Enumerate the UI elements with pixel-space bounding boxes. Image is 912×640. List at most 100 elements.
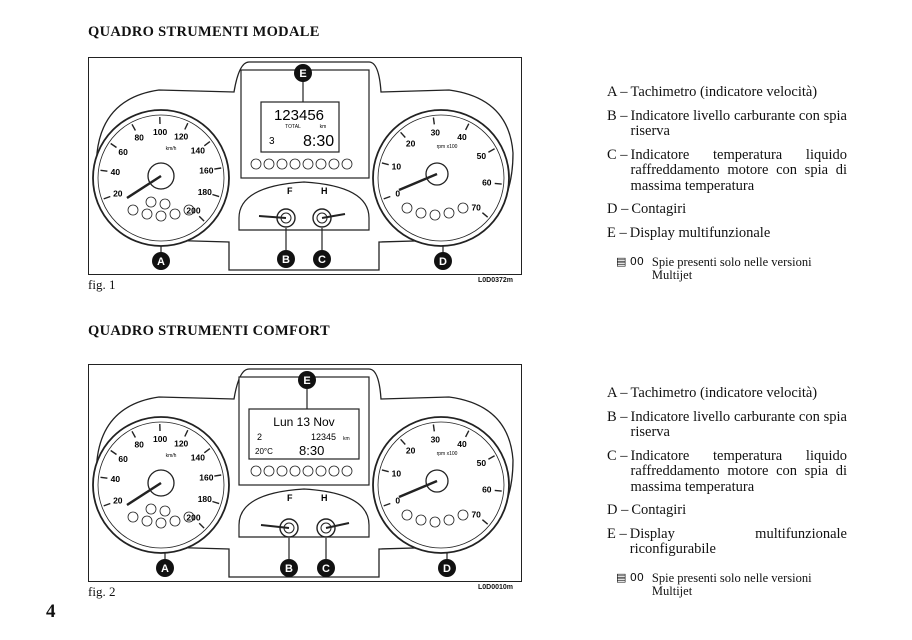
speed-tick-label: 60 <box>118 147 128 157</box>
rpm-tick <box>400 438 406 445</box>
speed-tick <box>214 474 222 477</box>
fuel-label: F <box>287 186 293 196</box>
callout-B: B <box>277 250 295 268</box>
svg-text:D: D <box>439 256 447 268</box>
legend-1-item-c: C –Indicatore temperatura liquido raffre… <box>607 146 847 194</box>
central-display-module: Lun 13 Nov 2 12345 km 20°C 8:30 <box>238 376 370 486</box>
rpm-tick-label: 10 <box>392 162 402 172</box>
rpm-tick-label: 0 <box>395 189 400 199</box>
legend-2-item-c: C –Indicatore temperatura liquido raffre… <box>607 447 847 495</box>
speed-tick <box>110 449 117 456</box>
rpm-tick <box>464 430 470 438</box>
speed-tick <box>103 502 111 507</box>
rpm-tick-label: 0 <box>395 496 400 506</box>
legend-2-item-a: A –Tachimetro (indicatore velocità) <box>607 385 818 401</box>
speed-tick-label: 20 <box>113 496 123 506</box>
rpm-tick <box>494 489 502 492</box>
callout-E: E <box>294 64 312 82</box>
rpm-tick <box>488 455 495 460</box>
rpm-tick <box>494 182 502 185</box>
legend-2-item-d: D –Contagiri <box>607 502 687 518</box>
rpm-tick <box>432 117 435 125</box>
callout-A: A <box>152 252 170 270</box>
speed-tick <box>212 500 220 505</box>
callout-B: B <box>280 559 298 577</box>
display-date: Lun 13 Nov <box>273 415 334 429</box>
callout-D: D <box>438 559 456 577</box>
speed-tick-label: 160 <box>199 473 213 483</box>
note-2-text: Spie presenti solo nelle versioni Multij… <box>651 571 812 598</box>
speed-tick-label: 180 <box>198 187 212 197</box>
figure-1-caption: fig. 1 <box>88 277 116 292</box>
speed-tick <box>131 123 137 131</box>
speed-tick <box>184 122 189 130</box>
temp-label: H <box>321 493 328 503</box>
rpm-tick-label: 70 <box>471 510 481 520</box>
speed-tick <box>203 448 211 454</box>
speed-tick-label: 140 <box>191 146 205 156</box>
speed-tick <box>100 169 108 172</box>
rpm-tick <box>381 469 389 473</box>
speed-unit: km/h <box>166 453 177 459</box>
svg-text:E: E <box>299 68 306 80</box>
figure-2-code: L0D0010m <box>478 584 514 591</box>
speedometer-warning-lights <box>127 196 195 222</box>
speed-tick <box>203 141 211 147</box>
section2-title: QUADRO STRUMENTI COMFORT <box>88 323 330 339</box>
rpm-tick-label: 40 <box>457 132 467 142</box>
speed-tick-label: 80 <box>134 440 144 450</box>
rpm-tick-label: 20 <box>406 139 416 149</box>
display-clock: 8:30 <box>303 133 334 150</box>
legend-1-item-b: B –Indicatore livello carburante con spi… <box>607 107 847 139</box>
legend-1-item-a: A –Tachimetro (indicatore velocità) <box>607 84 818 100</box>
note-1-text: Spie presenti solo nelle versioni Multij… <box>651 255 812 282</box>
rpm-tick-label: 40 <box>457 439 467 449</box>
legend-1-item-d: D –Contagiri <box>607 201 687 217</box>
rpm-tick-label: 20 <box>406 446 416 456</box>
speed-tick <box>100 476 108 479</box>
legend-2-item-e: E –Display multifunzionale riconfigurabi… <box>607 525 847 557</box>
display-total-label: TOTAL <box>285 124 301 130</box>
speed-tick-label: 120 <box>174 132 188 142</box>
rpm-tick <box>481 519 489 525</box>
svg-text:A: A <box>161 563 169 575</box>
speed-tick <box>198 522 205 529</box>
callout-C: C <box>317 559 335 577</box>
fuel-label: F <box>287 493 293 503</box>
speed-tick-label: 120 <box>174 439 188 449</box>
central-display-module: 123456 TOTAL km 3 8:30 <box>240 69 370 179</box>
display-gear: 3 <box>269 136 275 147</box>
fuel-temperature-gauges: F H <box>238 181 370 231</box>
display-unit: km <box>343 436 350 442</box>
display-odometer: 123456 <box>274 107 324 124</box>
speed-tick-label: 40 <box>111 167 121 177</box>
svg-text:C: C <box>318 254 326 266</box>
legend-2-item-b: B –Indicatore livello carburante con spi… <box>607 408 847 440</box>
rpm-tick-label: 60 <box>482 485 492 495</box>
speed-tick-label: 100 <box>153 434 167 444</box>
multijet-warning-icon: ▤ 00 <box>616 571 644 584</box>
callout-C: C <box>313 250 331 268</box>
speed-tick-label: 160 <box>199 166 213 176</box>
figure-1-code: L0D0372m <box>478 277 514 284</box>
callout-A: A <box>156 559 174 577</box>
note-1: ▤ 00 Spie presenti solo nelle versioni M… <box>616 255 832 282</box>
display-unit: km <box>320 124 327 130</box>
rpm-tick-label: 30 <box>431 127 441 137</box>
speed-unit: km/h <box>166 146 177 152</box>
speed-tick <box>110 142 117 149</box>
speed-tick-label: 40 <box>111 474 121 484</box>
speed-tick-label: 100 <box>153 127 167 137</box>
tachometer-warning-lights <box>401 509 469 528</box>
display-odometer: 12345 <box>311 432 336 442</box>
rpm-tick <box>400 131 406 138</box>
callout-leaders <box>160 80 444 253</box>
display-clock: 8:30 <box>299 443 324 458</box>
fuel-temperature-gauges: F H <box>238 488 370 538</box>
display-temp: 20°C <box>255 447 273 456</box>
svg-text:E: E <box>303 375 310 387</box>
